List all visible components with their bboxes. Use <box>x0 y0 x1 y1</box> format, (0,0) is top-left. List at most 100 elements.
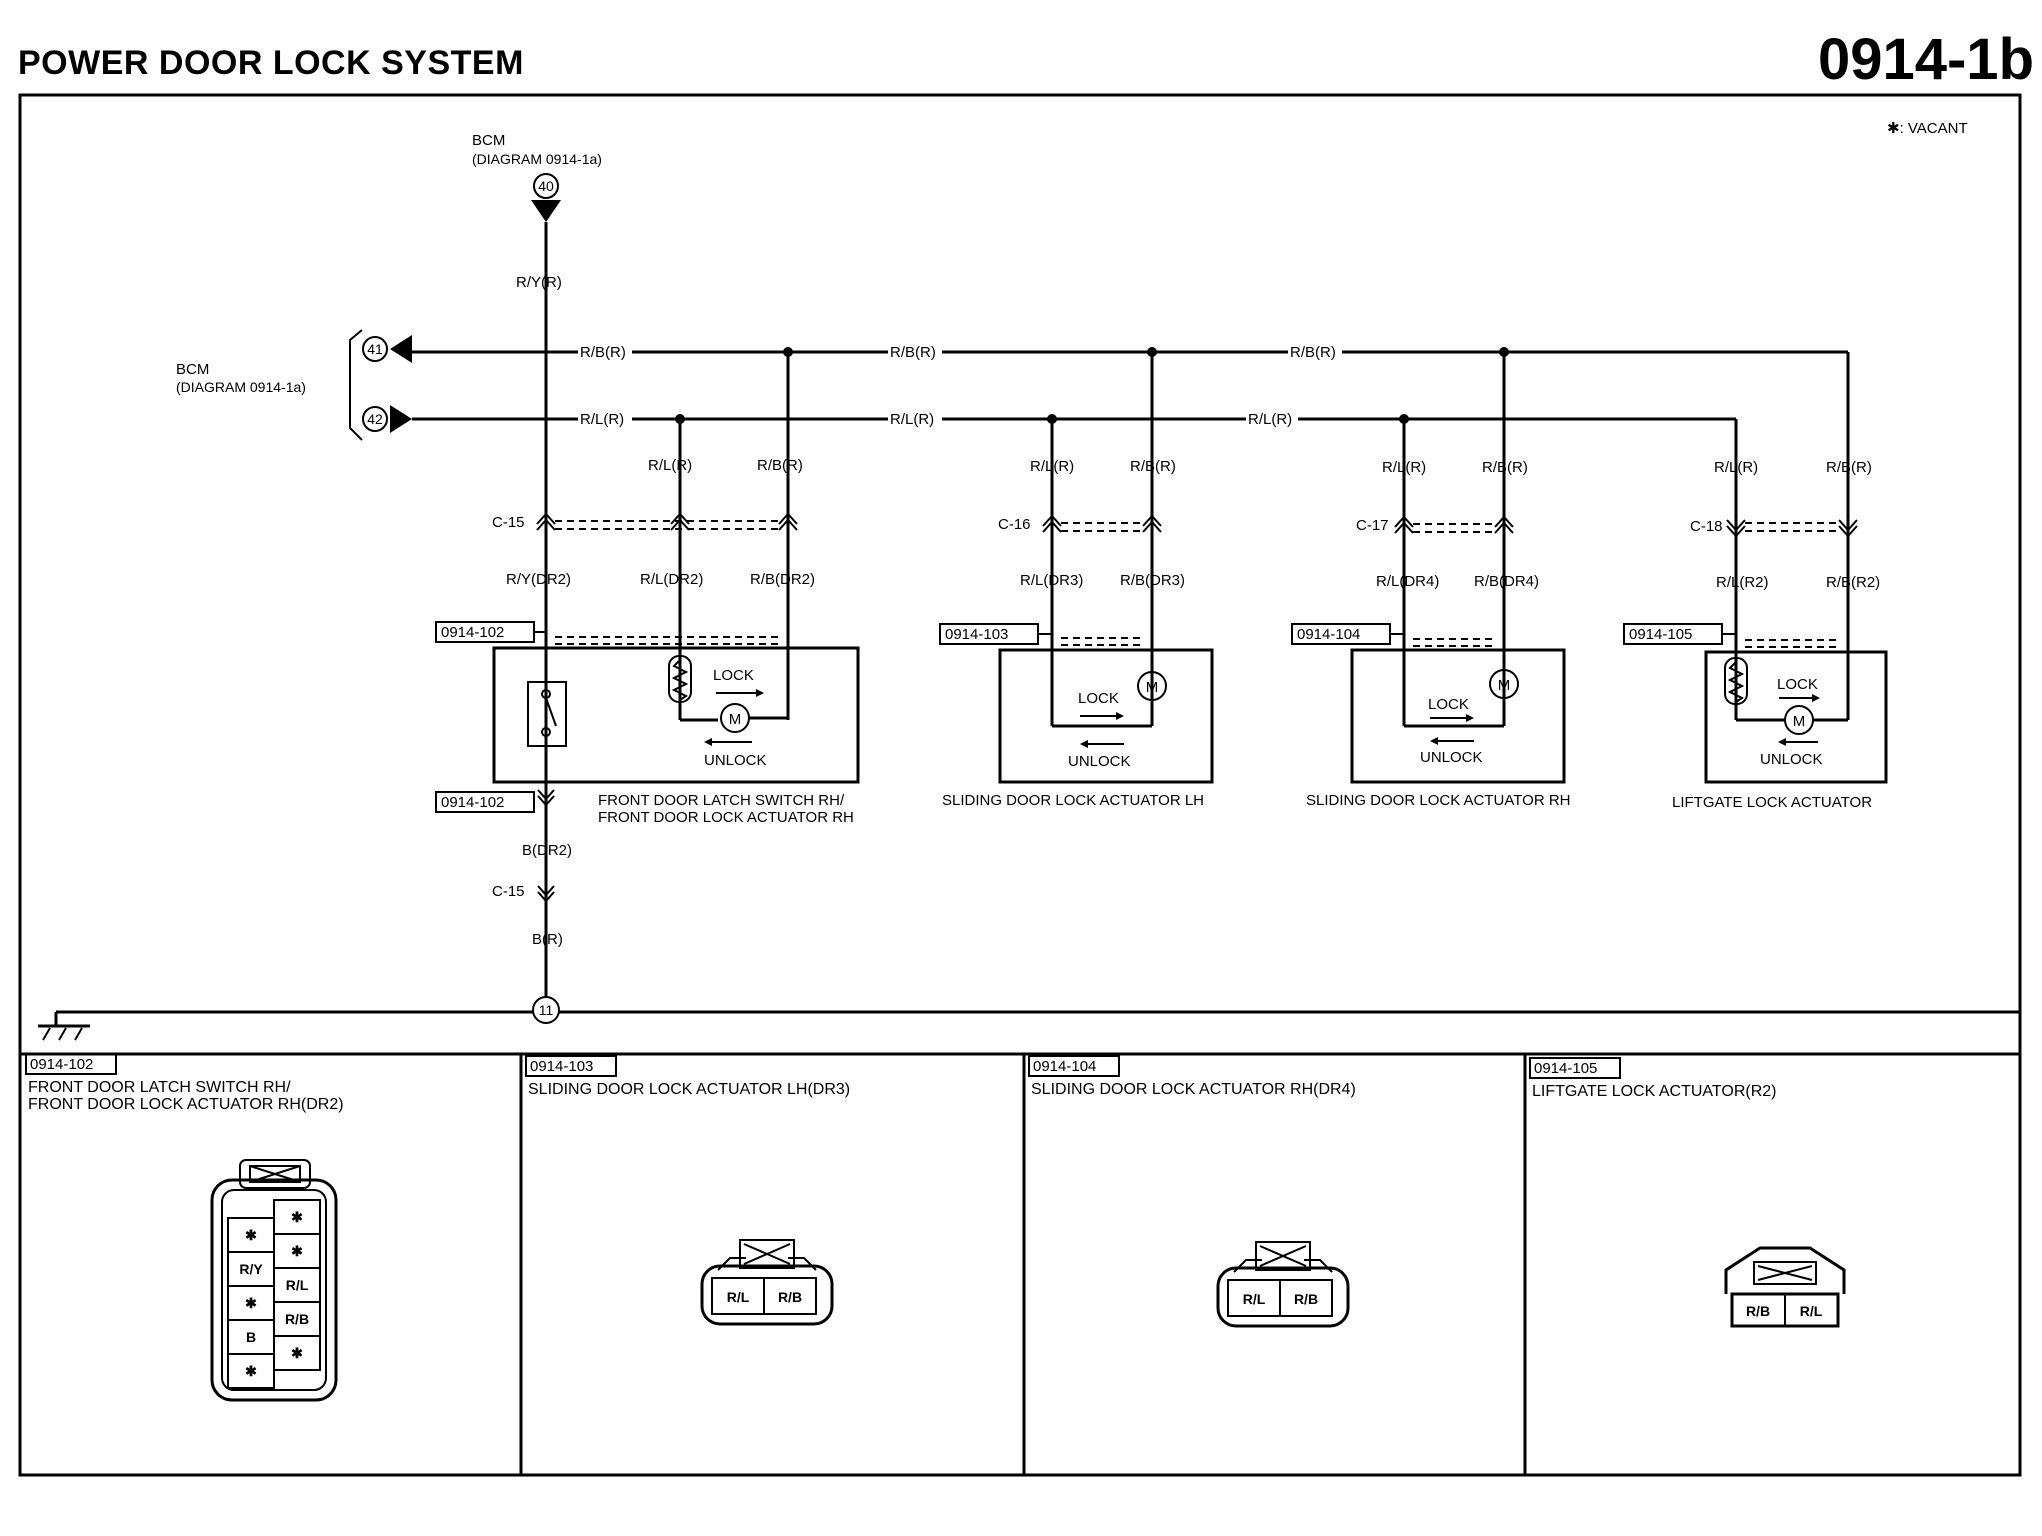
svg-text:LIFTGATE LOCK ACTUATOR(R2): LIFTGATE LOCK ACTUATOR(R2) <box>1532 1083 1776 1100</box>
svg-text:C-18: C-18 <box>1690 518 1723 535</box>
component-tag: 0914-104 <box>1297 626 1360 643</box>
component-tag: 0914-102 <box>441 794 504 811</box>
component-tag: 0914-103 <box>945 626 1008 643</box>
component-sliding-rh: 0914-104 M LOCK UNLOCK SLIDING DOOR LOCK… <box>1291 623 1571 809</box>
svg-text:✱: ✱ <box>291 1345 303 1361</box>
svg-text:R/B: R/B <box>778 1289 802 1305</box>
svg-text:BCM: BCM <box>176 361 209 378</box>
wire-label: R/B(DR3) <box>1120 572 1185 589</box>
connector-c16: C-16 <box>998 514 1162 533</box>
svg-text:✱: ✱ <box>245 1363 257 1379</box>
terminal-41: 41 <box>367 341 383 357</box>
component-tag: 0914-102 <box>441 624 504 641</box>
wire-label: R/L(DR4) <box>1376 573 1439 590</box>
wire-label: R/L(R) <box>1030 458 1074 475</box>
svg-text:R/L: R/L <box>1800 1303 1823 1319</box>
wire-label-ry-r: R/Y(R) <box>516 274 562 291</box>
svg-text:✱: ✱ <box>291 1243 303 1259</box>
svg-text:LOCK: LOCK <box>1078 690 1119 707</box>
wire-label: R/L(R) <box>1382 459 1426 476</box>
component-label: SLIDING DOOR LOCK ACTUATOR LH <box>942 792 1204 809</box>
svg-text:UNLOCK: UNLOCK <box>704 752 767 769</box>
page-title: POWER DOOR LOCK SYSTEM <box>18 44 524 82</box>
connector-c17: C-17 <box>1356 515 1514 534</box>
svg-text:UNLOCK: UNLOCK <box>1068 753 1131 770</box>
svg-text:SLIDING DOOR LOCK ACTUATOR RH(: SLIDING DOOR LOCK ACTUATOR RH(DR4) <box>1031 1081 1356 1098</box>
component-tag: 0914-105 <box>1629 626 1692 643</box>
svg-text:0914-102: 0914-102 <box>30 1056 93 1073</box>
wire-label: R/L(R) <box>1714 459 1758 476</box>
svg-text:R/L(R): R/L(R) <box>580 411 624 428</box>
wire-label: R/B(DR4) <box>1474 573 1539 590</box>
connector-view-0914-104: 0914-104 SLIDING DOOR LOCK ACTUATOR RH(D… <box>1028 1055 1356 1328</box>
svg-text:✱: ✱ <box>245 1295 257 1311</box>
ground-icon <box>38 1012 90 1041</box>
svg-text:0914-105: 0914-105 <box>1534 1060 1597 1077</box>
connector-view-0914-102: 0914-102 FRONT DOOR LATCH SWITCH RH/ FRO… <box>25 1053 344 1402</box>
svg-text:R/B: R/B <box>1294 1291 1318 1307</box>
component-label: FRONT DOOR LATCH SWITCH RH/ <box>598 792 845 809</box>
svg-text:R/L: R/L <box>286 1277 309 1293</box>
svg-text:FRONT DOOR LATCH SWITCH RH/: FRONT DOOR LATCH SWITCH RH/ <box>28 1079 291 1096</box>
component-label: FRONT DOOR LOCK ACTUATOR RH <box>598 809 854 826</box>
component-label: SLIDING DOOR LOCK ACTUATOR RH <box>1306 792 1571 809</box>
connector-view-0914-105: 0914-105 LIFTGATE LOCK ACTUATOR(R2) R/B … <box>1529 1057 1846 1328</box>
svg-text:R/Y: R/Y <box>239 1261 263 1277</box>
svg-text:M: M <box>1793 713 1806 730</box>
rb-bus: R/B(R) R/B(R) R/B(R) <box>412 344 1850 720</box>
svg-text:R/L(R): R/L(R) <box>890 411 934 428</box>
svg-text:C-17: C-17 <box>1356 517 1389 534</box>
svg-text:0914-103: 0914-103 <box>530 1058 593 1075</box>
svg-text:0914-104: 0914-104 <box>1033 1058 1096 1075</box>
svg-text:R/L(R): R/L(R) <box>1248 411 1292 428</box>
svg-text:(DIAGRAM 0914-1a): (DIAGRAM 0914-1a) <box>472 151 602 167</box>
wire-label: R/L(R) <box>648 457 692 474</box>
svg-text:(DIAGRAM 0914-1a): (DIAGRAM 0914-1a) <box>176 379 306 395</box>
svg-text:R/L: R/L <box>1243 1291 1266 1307</box>
svg-text:M: M <box>1146 679 1159 696</box>
wire-label: R/L(R2) <box>1716 574 1769 591</box>
svg-text:LOCK: LOCK <box>1428 696 1469 713</box>
svg-text:FRONT DOOR LOCK ACTUATOR RH(DR: FRONT DOOR LOCK ACTUATOR RH(DR2) <box>28 1096 344 1113</box>
ground-point-11 <box>532 996 560 1024</box>
wire-label: R/B(R2) <box>1826 574 1880 591</box>
wire-label: R/B(DR2) <box>750 571 815 588</box>
svg-text:UNLOCK: UNLOCK <box>1420 749 1483 766</box>
svg-text:✱: ✱ <box>291 1209 303 1225</box>
diagram-code: 0914-1b <box>1817 27 2034 92</box>
svg-text:BCM: BCM <box>472 132 505 149</box>
component-label: LIFTGATE LOCK ACTUATOR <box>1672 794 1872 811</box>
wire-label: R/L(DR2) <box>640 571 703 588</box>
diagram-frame <box>18 93 2022 1477</box>
svg-text:C-15: C-15 <box>492 514 525 531</box>
latch-switch <box>527 681 567 747</box>
svg-text:LOCK: LOCK <box>713 667 754 684</box>
svg-text:R/B(R): R/B(R) <box>580 344 626 361</box>
svg-text:M: M <box>1498 677 1511 694</box>
svg-text:UNLOCK: UNLOCK <box>1760 751 1823 768</box>
component-liftgate: 0914-105 M LOCK UNLOCK LIFTGATE LOCK ACT… <box>1623 623 1888 811</box>
vacant-legend: ✱: VACANT <box>1887 120 1968 137</box>
svg-text:R/B(R): R/B(R) <box>1290 344 1336 361</box>
svg-text:R/B: R/B <box>285 1311 309 1327</box>
wire-label: R/B(R) <box>1482 459 1528 476</box>
rl-bus: R/L(R) R/L(R) R/L(R) <box>412 411 1738 720</box>
component-sliding-lh: 0914-103 M LOCK UNLOCK SLIDING DOOR LOCK… <box>939 623 1214 809</box>
svg-text:✱: ✱ <box>245 1227 257 1243</box>
wire-label-b-dr2: B(DR2) <box>522 842 572 859</box>
wire-label: R/B(R) <box>1130 458 1176 475</box>
terminal-40: 40 <box>538 178 554 194</box>
connector-c15: C-15 <box>492 512 798 531</box>
svg-text:R/L: R/L <box>727 1289 750 1305</box>
svg-text:C-16: C-16 <box>998 516 1031 533</box>
wire-label: R/B(R) <box>1826 459 1872 476</box>
bcm-left-reference: BCM (DIAGRAM 0914-1a) 41 42 <box>176 329 412 441</box>
wire-label: R/L(DR3) <box>1020 572 1083 589</box>
svg-text:M: M <box>729 711 742 728</box>
svg-text:11: 11 <box>539 1002 554 1018</box>
svg-text:R/B: R/B <box>1746 1303 1770 1319</box>
connector-c18: C-18 <box>1690 518 1858 538</box>
wire-label: R/Y(DR2) <box>506 571 571 588</box>
svg-text:B: B <box>246 1329 256 1345</box>
